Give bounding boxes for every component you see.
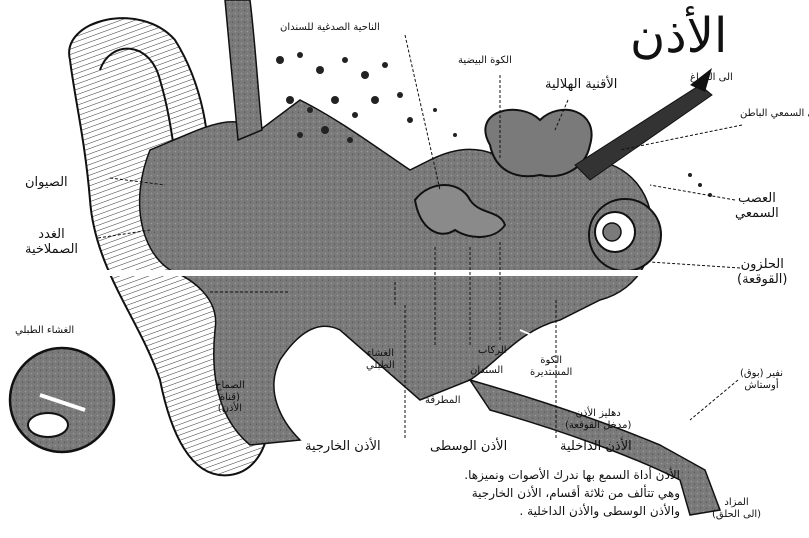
label-nose-line2: (الى الحلق) xyxy=(712,509,761,521)
label-oval-window: الكوة البيضية xyxy=(458,55,512,67)
label-ear-canal-line1: الصماخ xyxy=(215,380,245,392)
label-vestibule-line1: دهليز الأذن xyxy=(565,408,631,420)
label-ear-canal-line2: (قناة xyxy=(215,392,245,404)
label-temporal-bone: الناحية الصدغية للسندان xyxy=(280,22,380,34)
label-vestibule-line2: (مدخل القوقعة) xyxy=(565,420,631,432)
label-tympanic-line2: الطبلي xyxy=(366,360,395,372)
label-middle-ear: الأذن الوسطى xyxy=(430,440,507,455)
label-auditory-nerve-line1: العصب xyxy=(735,192,779,207)
label-tympanic: الغشاء الطبلي xyxy=(366,348,395,371)
inset-window xyxy=(28,413,68,437)
tympanic-membrane-inset xyxy=(10,348,114,452)
caption-line-1: الأذن أداة السمع بها ندرك الأصوات ونميزه… xyxy=(280,466,680,484)
label-auditory-nerve-line2: السمعي xyxy=(735,207,779,222)
label-membrane-tympanum: الغشاء الطبلي xyxy=(15,325,74,337)
label-internal-auditory-canal-text: المجرى السمعي الباطن xyxy=(740,108,809,119)
label-sebaceous-line2: الصملاخية xyxy=(25,243,78,258)
scan-strip xyxy=(0,270,809,276)
label-cochlea-line1: الحلزون xyxy=(737,258,787,273)
caption-line-3: والأذن الوسطى والأذن الداخلية . xyxy=(280,502,680,520)
label-tympanic-line1: الغشاء xyxy=(366,348,395,360)
label-eustachian-line1: نفير (بوق) xyxy=(740,368,783,380)
label-cochlea: الحلزون (القوقعة) xyxy=(737,258,787,288)
caption-note: الأذن أداة السمع بها ندرك الأصوات ونميزه… xyxy=(280,466,680,520)
auditory-nerve xyxy=(575,85,712,180)
cochlea-core xyxy=(603,223,621,241)
label-vestibule: دهليز الأذن (مدخل القوقعة) xyxy=(565,408,631,431)
label-to-brain: الى الدماغ xyxy=(690,72,733,84)
label-semicircular-canals: الأقنية الهلالية xyxy=(545,78,617,93)
label-stapes: الركاب xyxy=(478,345,507,357)
label-auditory-nerve: العصب السمعي xyxy=(735,192,779,222)
label-sebaceous-line1: الغدد xyxy=(25,228,78,243)
label-sebaceous: الغدد الصملاخية xyxy=(25,228,78,258)
label-round-window: الكوة المستديرة xyxy=(530,355,572,378)
caption-line-2: وهي تتألف من ثلاثة أقسام، الأذن الخارجية xyxy=(280,484,680,502)
label-cochlea-line2: (القوقعة) xyxy=(737,273,787,288)
label-internal-auditory-canal: المجرى السمعي الباطن xyxy=(740,108,809,120)
label-ear-canal: الصماخ (قناة الأذن) xyxy=(215,380,245,415)
label-eustachian-line2: أوستاش xyxy=(740,380,783,392)
label-outer-ear: الأذن الخارجية xyxy=(305,440,381,455)
label-round-window-line1: الكوة xyxy=(530,355,572,367)
diagram-title: الأذن xyxy=(630,12,727,60)
label-eustachian: نفير (بوق) أوستاش xyxy=(740,368,783,391)
label-incus: السندان xyxy=(470,365,503,377)
label-nose-line1: المزاد xyxy=(712,497,761,509)
label-inner-ear: الأذن الداخلية xyxy=(560,440,632,455)
label-malleus: المطرقة xyxy=(425,395,460,407)
bone-column xyxy=(225,0,262,140)
label-nose: المزاد (الى الحلق) xyxy=(712,497,761,520)
label-wax: الصيوان xyxy=(25,176,68,191)
label-ear-canal-line3: الأذن) xyxy=(215,403,245,415)
label-round-window-line2: المستديرة xyxy=(530,367,572,379)
